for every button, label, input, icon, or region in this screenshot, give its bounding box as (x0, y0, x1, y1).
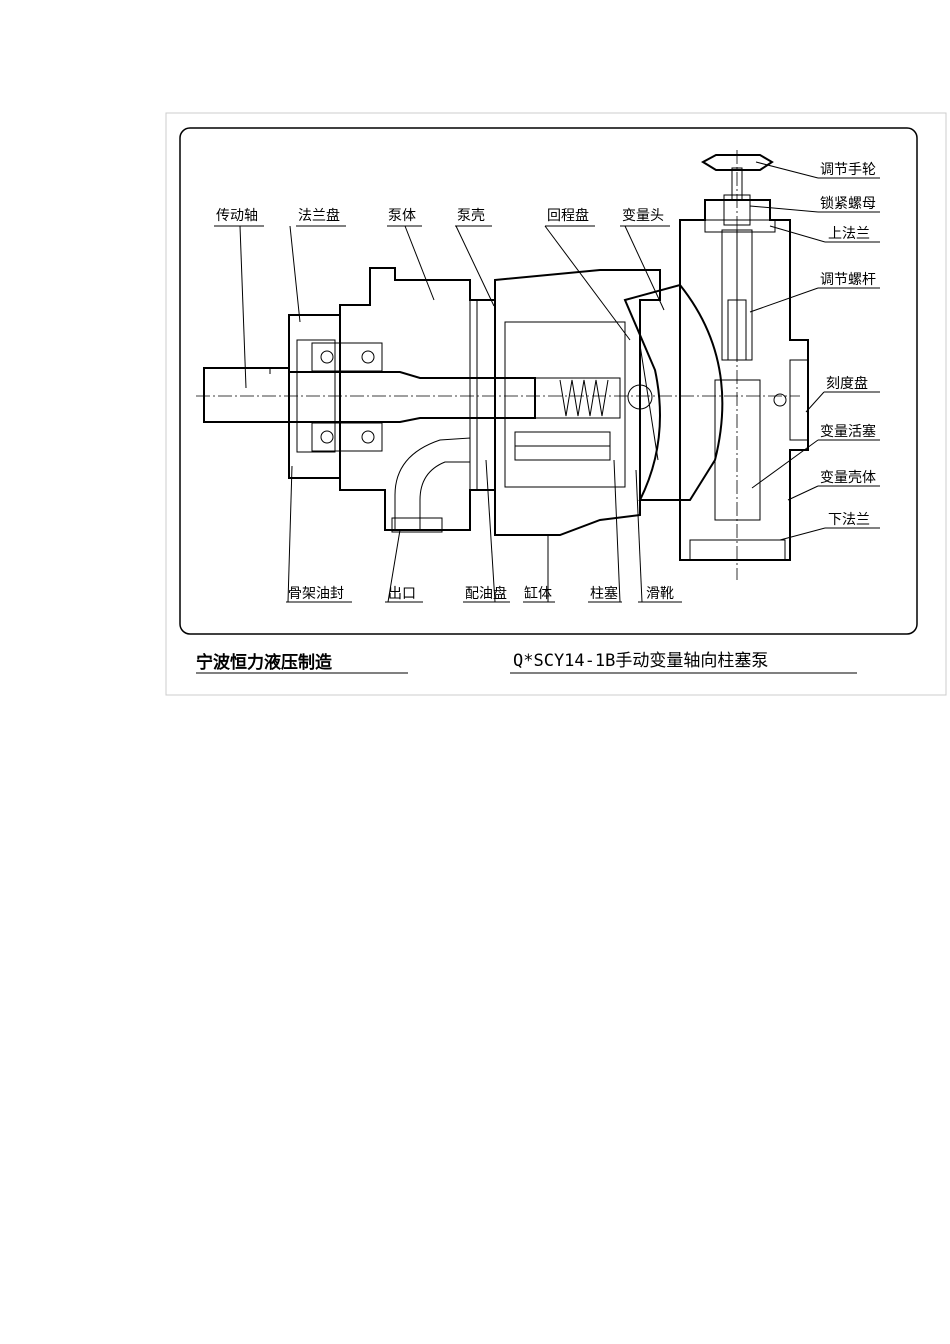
label-lock-nut: 锁紧螺母 (820, 196, 876, 212)
label-adjust-screw: 调节螺杆 (820, 272, 876, 288)
title-block: 宁波恒力液压制造 Q*SCY14-1B手动变量轴向柱塞泵 (196, 651, 857, 674)
label-return-plate: 回程盘 (547, 207, 589, 224)
upper-flange-shape (704, 219, 776, 233)
label-cylinder-block: 缸体 (524, 585, 552, 602)
label-variable-head: 变量头 (622, 208, 664, 224)
label-outlet: 出口 (388, 586, 416, 602)
label-plunger: 柱塞 (590, 585, 618, 602)
label-dial: 刻度盘 (826, 375, 868, 392)
label-pump-body: 泵体 (388, 208, 416, 224)
variable-piston-shape (714, 379, 761, 521)
part-labels: 传动轴 法兰盘 泵体 泵壳 回程盘 变量头 调节手轮 锁紧螺母 上法兰 调节螺杆… (216, 162, 876, 602)
dial-shape (789, 359, 809, 441)
label-variable-housing: 变量壳体 (820, 469, 876, 486)
label-valve-plate: 配油盘 (465, 585, 507, 602)
label-pump-shell: 泵壳 (457, 207, 485, 224)
leader-lines (214, 161, 880, 603)
pump-shell-shape (494, 269, 661, 536)
lower-flange-shape (689, 539, 786, 561)
drawing-border (179, 127, 918, 635)
label-lower-flange: 下法兰 (828, 512, 870, 528)
label-drive-shaft: 传动轴 (216, 208, 258, 224)
model-name: Q*SCY14-1B手动变量轴向柱塞泵 (513, 651, 768, 671)
label-upper-flange: 上法兰 (828, 226, 870, 242)
variable-housing-shape (679, 199, 809, 561)
label-slipper: 滑靴 (646, 585, 674, 602)
cylinder-block-shape (504, 321, 626, 488)
pump-assembly (196, 150, 809, 580)
manufacturer-name: 宁波恒力液压制造 (196, 652, 333, 673)
label-flange-plate: 法兰盘 (298, 207, 340, 224)
valve-plate-shape (476, 299, 496, 491)
adjust-handwheel-shape (700, 154, 774, 171)
label-variable-piston: 变量活塞 (820, 423, 876, 440)
label-adjust-handwheel: 调节手轮 (820, 162, 876, 178)
label-skeleton-seal: 骨架油封 (288, 586, 344, 602)
